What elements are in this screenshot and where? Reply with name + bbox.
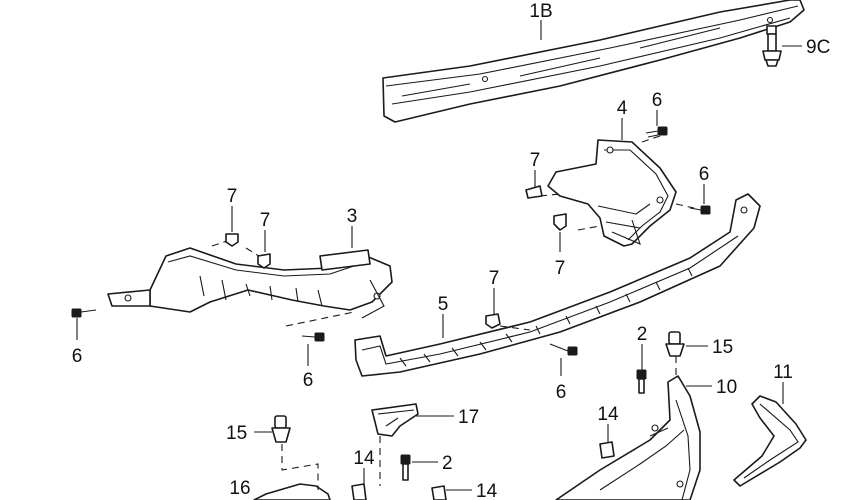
- fastener-clips-15: [271, 331, 685, 443]
- label-7-a: 7: [530, 150, 541, 171]
- leader-lines: [76, 20, 802, 491]
- label-6-left: 6: [72, 346, 83, 367]
- bolt-9c: [762, 25, 782, 67]
- label-15-b: 15: [226, 423, 247, 444]
- label-6-right: 6: [699, 164, 710, 185]
- label-7-d: 7: [260, 210, 271, 231]
- bracket-17: [371, 403, 419, 437]
- label-17: 17: [458, 407, 479, 428]
- label-11: 11: [773, 362, 793, 383]
- label-1b: 1B: [529, 1, 552, 22]
- bumper-cover-10: [555, 375, 701, 500]
- label-7-c: 7: [227, 186, 238, 207]
- label-2-b: 2: [442, 453, 453, 474]
- label-7-e: 7: [489, 268, 500, 289]
- label-16: 16: [229, 478, 250, 499]
- label-6-low: 6: [556, 382, 567, 403]
- label-5: 5: [438, 294, 449, 315]
- guide-3: [107, 247, 393, 319]
- label-4: 4: [617, 98, 628, 119]
- label-7-b: 7: [555, 258, 566, 279]
- label-6-mid: 6: [303, 370, 314, 391]
- fastener-bolts-2: [400, 369, 647, 481]
- bumper-carrier-1b: [382, 0, 805, 123]
- label-9c: 9C: [806, 37, 830, 58]
- label-3: 3: [347, 206, 358, 227]
- label-14-c: 14: [476, 481, 498, 500]
- label-2-a: 2: [637, 324, 648, 345]
- fastener-nuts-14: [351, 441, 615, 500]
- label-14-a: 14: [597, 404, 619, 425]
- bracket-4: [547, 139, 677, 247]
- cover-16: [253, 483, 331, 500]
- fastener-bolts-6: [71, 126, 711, 356]
- reinforcement-5: [354, 193, 761, 377]
- label-10: 10: [716, 377, 737, 398]
- label-15-a: 15: [712, 337, 733, 358]
- label-14-b: 14: [353, 448, 375, 469]
- label-6-top: 6: [652, 90, 663, 111]
- fastener-clips-7: [225, 185, 567, 329]
- trim-11: [733, 395, 807, 487]
